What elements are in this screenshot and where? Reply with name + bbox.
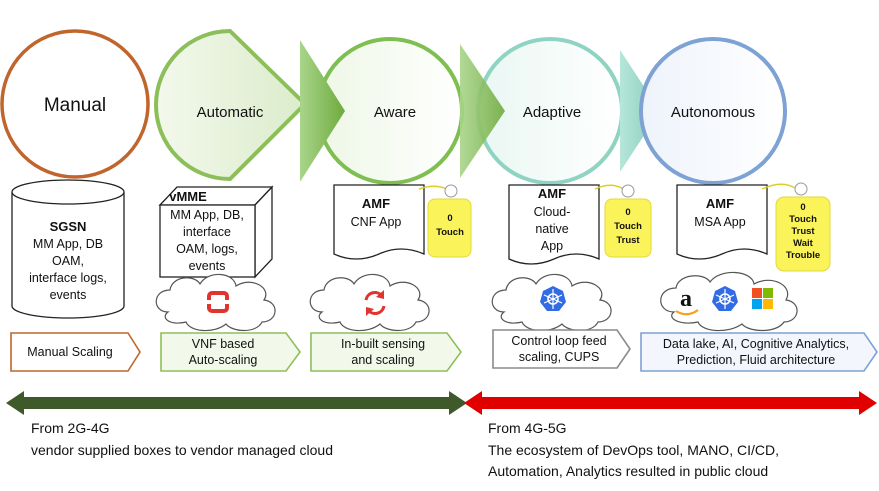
stage-adaptive: Adaptive [460, 37, 660, 185]
svg-text:a: a [680, 286, 692, 312]
tag-cloud-line-3: Trust [616, 235, 640, 246]
banner-control-line-1: Control loop feed [511, 334, 606, 348]
tag-msa-line-4: Wait [793, 238, 814, 249]
cloud-openstack [155, 273, 276, 332]
stage-autonomous: Autonomous [639, 37, 787, 185]
banner-vnf-line-2: Auto-scaling [189, 353, 258, 367]
tag-msa-line-2: Touch [789, 214, 817, 225]
tag-msa-line-3: Trust [791, 226, 815, 237]
manual-circle [0, 29, 150, 179]
vmme-line-2: interface [183, 225, 231, 239]
cloud-public: a [660, 271, 798, 332]
tag-cloud-line-1: 0 [625, 207, 630, 218]
tag-cnf: 0 Touch [418, 184, 472, 258]
banner-vnf: VNF based Auto-scaling [160, 332, 301, 372]
vmme-line-3: OAM, logs, [176, 242, 238, 256]
amf-msa-title: AMF [706, 196, 734, 211]
arrow-4g-5g [464, 391, 877, 415]
kubernetes-icon [540, 286, 566, 311]
banner-control-line-2: scaling, CUPS [519, 350, 600, 364]
stage-autonomous-label: Autonomous [671, 104, 755, 121]
stage-automatic: Automatic [154, 28, 308, 182]
amf-cnf-title: AMF [362, 196, 390, 211]
banner-inbuilt-line-2: and scaling [351, 353, 414, 367]
tag-cnf-line-1: 0 [447, 213, 452, 224]
cloud-sync [309, 273, 430, 332]
amf-cnf-line-1: CNF App [351, 215, 402, 229]
stage-aware-label: Aware [374, 104, 416, 121]
banner-manual-scaling: Manual Scaling [10, 332, 141, 372]
sgsn-cylinder: SGSN MM App, DB OAM, interface logs, eve… [11, 179, 125, 319]
amf-cloud-line-3: App [541, 239, 563, 253]
stage-adaptive-label: Adaptive [523, 104, 581, 121]
vmme-cube: vMME MM App, DB, interface OAM, logs, ev… [158, 185, 274, 279]
amf-msa-doc: AMF MSA App [676, 184, 768, 260]
banner-datalake: Data lake, AI, Cognitive Analytics, Pred… [640, 332, 878, 372]
vmme-title: vMME [169, 189, 207, 204]
amf-cloud-line-2: native [535, 222, 568, 236]
amf-cloud-title: AMF [538, 186, 566, 201]
banner-inbuilt: In-built sensing and scaling [310, 332, 462, 372]
tag-cloud-line-2: Touch [614, 221, 642, 232]
sgsn-title: SGSN [50, 219, 87, 234]
arrow-2g-4g [6, 391, 467, 415]
stage-automatic-label: Automatic [197, 104, 264, 121]
kubernetes-icon [712, 286, 738, 311]
vmme-line-1: MM App, DB, [170, 208, 244, 222]
cloud-kubernetes [491, 273, 612, 332]
amf-cloud-line-1: Cloud- [534, 205, 571, 219]
tag-msa: 0 Touch Trust Wait Trouble [761, 182, 831, 272]
tag-msa-line-5: Trouble [786, 250, 820, 261]
bottom-right-line-1: From 4G-5G [488, 420, 567, 436]
sgsn-line-2: OAM, [52, 254, 84, 268]
sgsn-line-4: events [50, 288, 87, 302]
bottom-left-line-1: From 2G-4G [31, 420, 110, 436]
tag-msa-line-1: 0 [800, 202, 805, 213]
tag-cnf-line-2: Touch [436, 227, 464, 238]
amf-msa-line-1: MSA App [694, 215, 745, 229]
vmme-line-4: events [189, 259, 226, 273]
banner-datalake-line-1: Data lake, AI, Cognitive Analytics, [663, 337, 849, 351]
aware-pointer [300, 40, 345, 182]
bottom-right-line-2: The ecosystem of DevOps tool, MANO, CI/C… [488, 442, 779, 458]
sync-icon [364, 290, 386, 316]
sgsn-line-3: interface logs, [29, 271, 107, 285]
banner-vnf-line-1: VNF based [192, 337, 255, 351]
stage-manual-label: Manual [44, 95, 106, 116]
amazon-icon: a [675, 286, 699, 316]
banner-control: Control loop feed scaling, CUPS [492, 329, 631, 369]
banner-manual-scaling-text: Manual Scaling [27, 345, 113, 359]
adaptive-pointer [460, 44, 505, 178]
amf-cnf-doc: AMF CNF App [333, 184, 425, 260]
autonomous-circle [639, 37, 787, 185]
windows-icon [752, 288, 773, 309]
tag-cloud: 0 Touch Trust [594, 184, 652, 258]
bottom-right-line-3: Automation, Analytics resulted in public… [488, 463, 768, 479]
bottom-left-line-2: vendor supplied boxes to vendor managed … [31, 442, 333, 458]
stage-manual: Manual [0, 29, 150, 179]
sgsn-line-1: MM App, DB [33, 237, 103, 251]
openstack-icon [206, 291, 230, 313]
automatic-arrow-circle [154, 28, 308, 182]
banner-inbuilt-line-1: In-built sensing [341, 337, 425, 351]
banner-datalake-line-2: Prediction, Fluid architecture [677, 353, 835, 367]
amf-cloud-doc: AMF Cloud- native App [508, 184, 600, 265]
stage-aware: Aware [300, 37, 464, 185]
